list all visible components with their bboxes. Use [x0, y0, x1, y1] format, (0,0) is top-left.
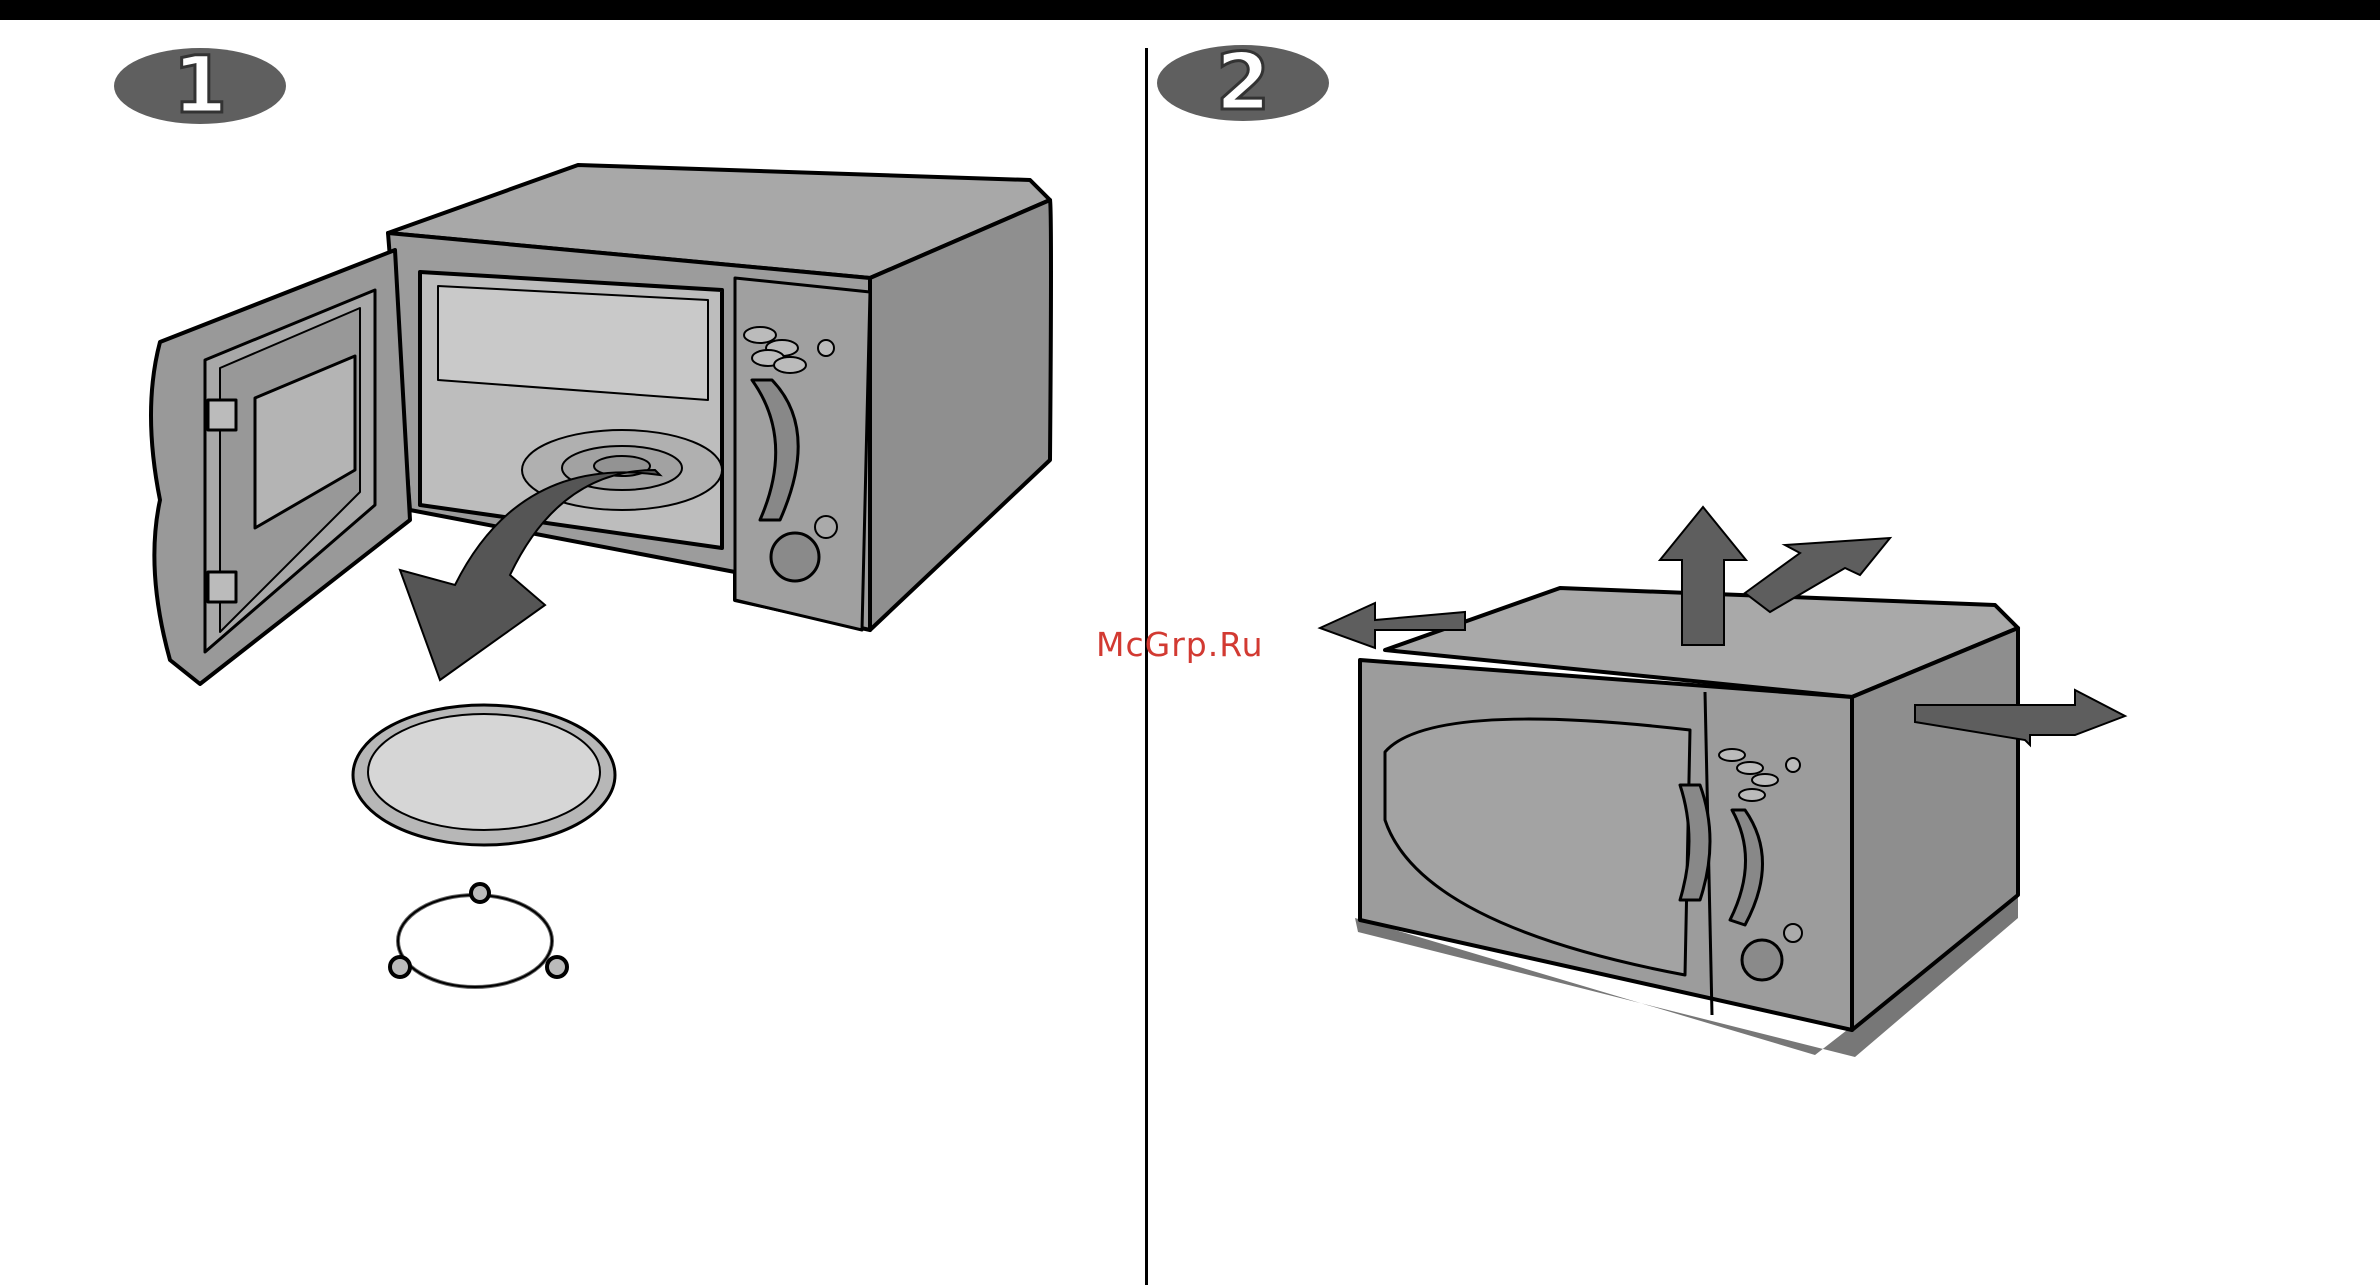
microwave-closed: [1355, 588, 2018, 1057]
microwave-open-door: [151, 165, 1051, 684]
watermark: McGrp.Ru: [1096, 625, 1264, 664]
glass-turntable-tray: [353, 705, 615, 845]
roller-ring: [390, 884, 567, 987]
